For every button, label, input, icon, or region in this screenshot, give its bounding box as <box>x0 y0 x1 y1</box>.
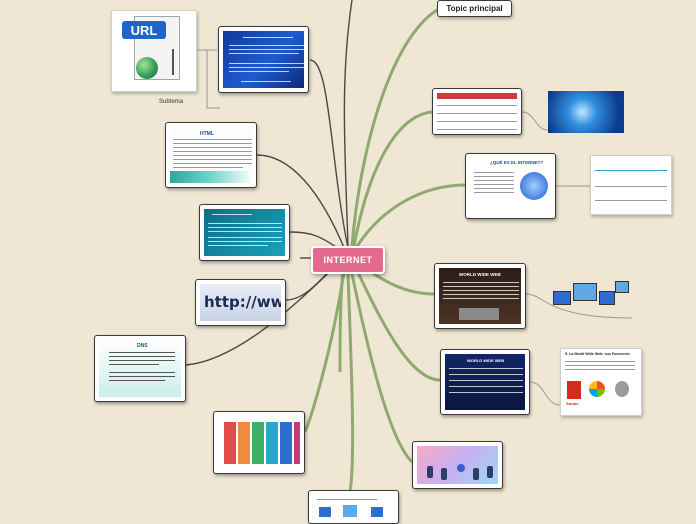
bottom-card[interactable] <box>308 490 399 524</box>
browser-functions-title: 5. La World Wide Web: sus Funciones <box>565 352 630 356</box>
que-es-card[interactable]: ¿QUÉ ES EL INTERNET? <box>465 153 556 219</box>
blue-slide-card[interactable] <box>218 26 309 93</box>
connector-que-es <box>354 183 467 249</box>
www-card-title: WORLD WIDE WEB <box>459 272 501 277</box>
browser-functions-image[interactable]: 5. La World Wide Web: sus Funciones Adob… <box>560 348 642 416</box>
small-table-image[interactable] <box>590 155 672 215</box>
apple-icon <box>615 381 629 397</box>
connector-topic <box>350 8 438 247</box>
subtopic-label: Subtema <box>159 99 184 105</box>
html-card[interactable]: HTML <box>165 122 257 188</box>
connector-bottom <box>346 273 355 493</box>
central-topic-node[interactable]: INTERNET <box>311 246 385 274</box>
connector-top-left <box>343 0 353 247</box>
people-card[interactable] <box>412 441 503 489</box>
devices-image[interactable] <box>553 279 629 315</box>
www-card[interactable]: WORLD WIDE WEB <box>434 263 526 329</box>
color-columns-card[interactable] <box>213 411 305 474</box>
adobe-icon <box>567 381 581 399</box>
table-card[interactable] <box>432 88 522 135</box>
connector-www-slide <box>354 267 441 382</box>
network-image[interactable] <box>548 91 624 133</box>
dns-card[interactable]: DNS <box>94 335 186 402</box>
que-es-title: ¿QUÉ ES EL INTERNET? <box>490 160 544 165</box>
http-text: http://ww <box>204 293 281 311</box>
connector-table <box>352 110 433 247</box>
www-slide-card[interactable]: WORLD WIDE WEB <box>440 349 530 415</box>
text-cursor-icon <box>172 49 174 75</box>
connector-html <box>256 154 346 251</box>
connector-people <box>350 273 414 464</box>
windows-icon <box>589 381 605 397</box>
dns-card-title: DNS <box>137 343 148 349</box>
adobe-label: Adobe <box>566 401 579 406</box>
conexion-card[interactable] <box>199 204 290 261</box>
url-badge: URL <box>122 21 166 39</box>
topic-principal-node[interactable]: Topic principal <box>437 0 512 17</box>
globe-icon <box>136 57 158 79</box>
html-card-title: HTML <box>200 131 214 137</box>
connector-blue-slide <box>309 59 349 249</box>
url-icon[interactable]: URL <box>111 10 197 92</box>
www-slide-title: WORLD WIDE WEB <box>467 358 505 363</box>
network-globe-icon <box>520 172 548 200</box>
connector-left-thin <box>338 269 345 373</box>
http-card[interactable]: http://ww <box>195 279 286 326</box>
connector-colors <box>303 271 346 433</box>
